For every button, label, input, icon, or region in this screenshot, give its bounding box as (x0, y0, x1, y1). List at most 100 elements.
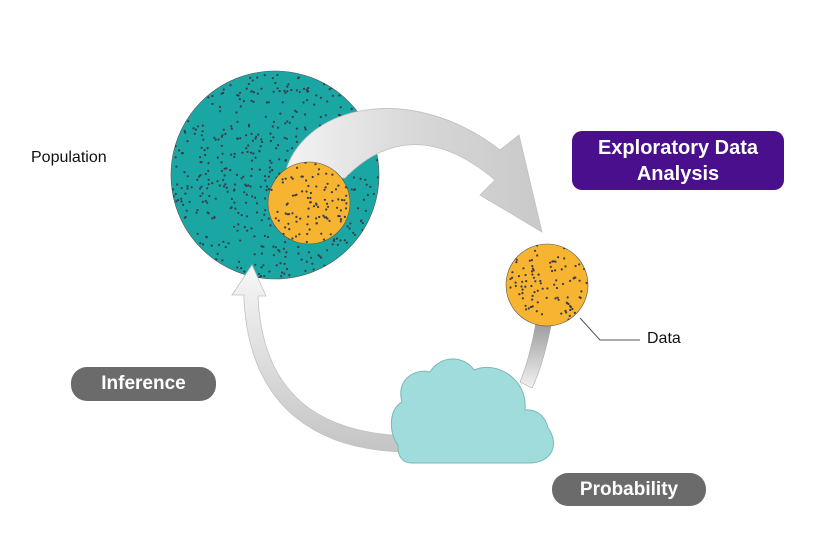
speckle-dot (211, 217, 214, 220)
speckle-dot (315, 185, 318, 188)
speckle-dot (309, 191, 312, 195)
speckle-dot (284, 177, 287, 180)
speckle-dot (194, 128, 197, 131)
speckle-dot (337, 198, 340, 201)
speckle-dot (350, 107, 353, 110)
speckle-dot (304, 113, 307, 116)
speckle-dot (554, 269, 557, 272)
speckle-dot (286, 149, 289, 152)
speckle-dot (252, 100, 255, 103)
speckle-dot (263, 275, 266, 278)
speckle-dot (284, 241, 287, 244)
speckle-dot (531, 265, 534, 268)
speckle-dot (186, 185, 189, 188)
speckle-dot (272, 136, 275, 139)
speckle-dot (255, 202, 259, 205)
population-label: Population (31, 149, 107, 166)
speckle-dot (323, 264, 326, 267)
speckle-dot (270, 188, 273, 191)
speckle-dot (286, 120, 289, 123)
speckle-dot (283, 262, 286, 265)
speckle-dot (574, 276, 577, 279)
speckle-dot (509, 277, 512, 281)
speckle-dot (230, 125, 233, 128)
speckle-dot (271, 169, 274, 172)
speckle-dot (291, 177, 294, 180)
speckle-dot (202, 243, 205, 246)
speckle-dot (269, 132, 272, 135)
speckle-dot (298, 233, 301, 236)
speckle-dot (264, 209, 267, 212)
speckle-dot (252, 152, 255, 155)
speckle-dot (253, 253, 256, 256)
probability-badge: Probability (552, 473, 706, 506)
speckle-dot (219, 110, 222, 113)
speckle-dot (295, 89, 298, 92)
speckle-dot (349, 222, 352, 225)
speckle-dot (527, 307, 530, 310)
speckle-dot (357, 207, 360, 210)
speckle-dot (286, 90, 289, 93)
speckle-dot (331, 199, 334, 202)
speckle-dot (176, 199, 180, 202)
speckle-dot (331, 243, 334, 246)
speckle-dot (227, 242, 230, 245)
speckle-dot (271, 125, 274, 128)
speckle-dot (206, 147, 209, 150)
speckle-dot (251, 139, 254, 142)
speckle-dot (364, 209, 367, 212)
speckle-dot (268, 170, 271, 173)
speckle-dot (318, 215, 321, 219)
speckle-dot (205, 236, 208, 239)
speckle-dot (305, 190, 308, 193)
speckle-dot (322, 83, 326, 86)
speckle-dot (225, 167, 228, 170)
speckle-dot (213, 215, 216, 218)
speckle-dot (554, 297, 557, 300)
speckle-dot (247, 82, 250, 86)
speckle-dot (263, 234, 266, 237)
speckle-dot (226, 190, 229, 193)
speckle-dot (201, 192, 204, 195)
speckle-dot (532, 269, 535, 272)
speckle-dot (524, 304, 527, 307)
sample-circle (267, 161, 351, 245)
speckle-dot (364, 178, 367, 181)
data-label: Data (647, 330, 681, 347)
speckle-dot (290, 176, 293, 179)
speckle-dot (256, 76, 259, 79)
speckle-dot (264, 115, 267, 118)
speckle-dot (267, 175, 270, 178)
speckle-dot (238, 260, 241, 263)
speckle-dot (239, 239, 242, 242)
speckle-dot (201, 130, 204, 133)
speckle-dot (279, 112, 282, 115)
speckle-dot (201, 200, 204, 204)
speckle-dot (307, 251, 311, 254)
speckle-dot (339, 106, 342, 109)
speckle-dot (524, 273, 527, 277)
speckle-dot (256, 211, 259, 214)
speckle-dot (281, 101, 284, 104)
speckle-dot (557, 298, 560, 301)
speckle-dot (376, 159, 379, 162)
speckle-dot (307, 86, 310, 90)
speckle-dot (180, 152, 184, 155)
speckle-dot (253, 235, 256, 238)
speckle-dot (284, 159, 287, 162)
speckle-dot (297, 245, 300, 248)
speckle-dot (199, 156, 202, 159)
speckle-dot (534, 280, 537, 283)
speckle-dot (376, 176, 379, 179)
speckle-dot (325, 208, 328, 211)
speckle-dot (531, 273, 534, 276)
speckle-dot (278, 90, 281, 93)
speckle-dot (344, 207, 348, 210)
speckle-dot (511, 271, 514, 274)
speckle-dot (260, 87, 263, 90)
speckle-dot (281, 181, 284, 184)
speckle-dot (172, 188, 175, 191)
speckle-dot (208, 194, 211, 198)
speckle-dot (301, 175, 304, 178)
